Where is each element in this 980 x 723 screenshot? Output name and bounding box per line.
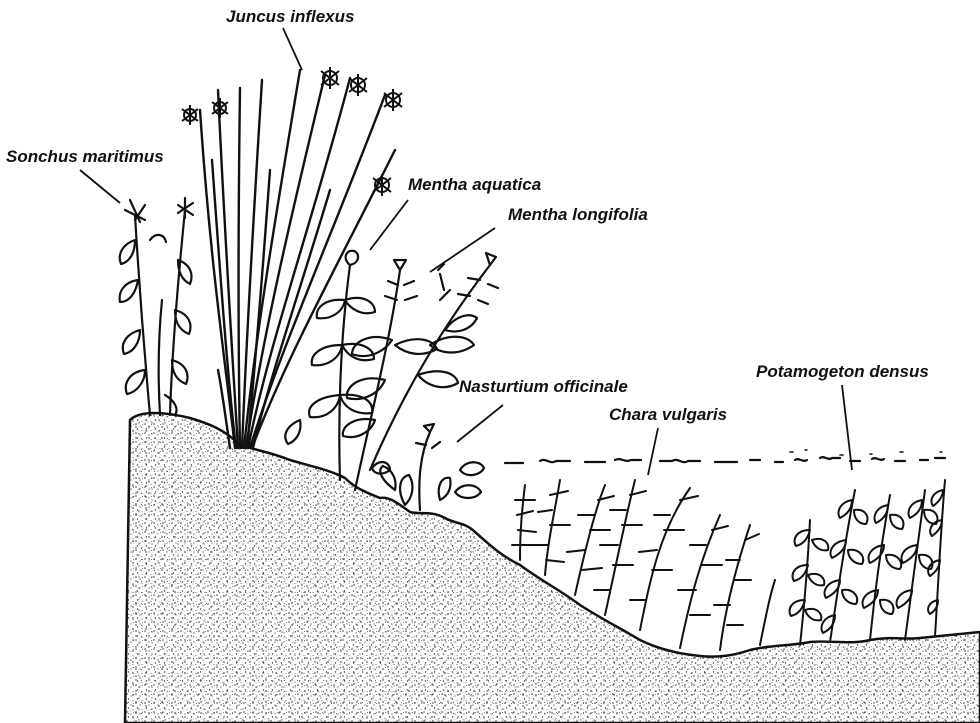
water-surface	[505, 450, 945, 463]
leader-chara	[648, 428, 658, 475]
leader-juncus	[283, 28, 302, 70]
mentha-longifolia-plant	[343, 253, 498, 490]
mentha-aquatica-plant	[285, 251, 375, 480]
leader-lines	[80, 28, 852, 475]
leader-nasturtium	[457, 405, 503, 442]
leader-sonchus	[80, 170, 120, 203]
leader-mentha-longifolia	[430, 228, 495, 272]
label-mentha-longifolia: Mentha longifolia	[508, 206, 648, 223]
soil-bank	[125, 413, 980, 723]
label-juncus-inflexus: Juncus inflexus	[226, 8, 354, 25]
label-potamogeton-densus: Potamogeton densus	[756, 363, 929, 380]
leader-potamogeton	[842, 385, 852, 470]
label-chara-vulgaris: Chara vulgaris	[609, 406, 727, 423]
label-nasturtium-officinale: Nasturtium officinale	[459, 378, 628, 395]
leader-mentha-aquatica	[370, 200, 408, 250]
juncus-flower-heads	[182, 67, 402, 196]
nasturtium-plant	[372, 424, 484, 510]
sonchus-plant	[120, 198, 193, 415]
potamogeton-plant	[790, 480, 945, 645]
label-sonchus-maritimus: Sonchus maritimus	[6, 148, 164, 165]
juncus-plant	[200, 70, 395, 448]
label-mentha-aquatica: Mentha aquatica	[408, 176, 541, 193]
